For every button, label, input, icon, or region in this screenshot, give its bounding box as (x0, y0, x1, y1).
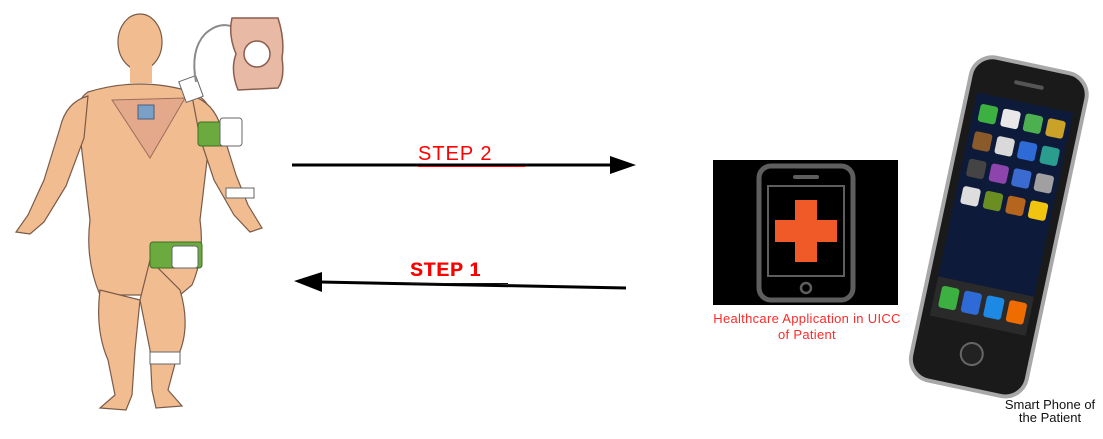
ankle-sensor (149, 351, 181, 365)
step1-underline (410, 283, 508, 284)
app-icon-speaker (793, 175, 819, 179)
shoulder-sensor (178, 74, 204, 104)
body-right-leg (139, 258, 186, 409)
phone-label: Smart Phone of the Patient (1004, 397, 1096, 425)
medical-cross-horizontal (775, 220, 837, 242)
body-left-arm (14, 95, 89, 235)
phone-earpiece (1014, 80, 1044, 90)
chest-sensor-patch (111, 97, 186, 159)
transmission-arrows (292, 156, 636, 292)
step1-label: STEP 1 (410, 260, 482, 281)
thigh-sensor-box (171, 245, 199, 269)
phone-home-button (959, 342, 984, 367)
body-left-leg (98, 289, 141, 411)
wrist-sensor (225, 187, 255, 199)
step2-arrowhead (610, 156, 636, 174)
human-body-with-sensors-icon (14, 13, 284, 411)
smartphone-icon (908, 55, 1089, 399)
electrode-pad-hole (243, 40, 271, 68)
step2-underline (418, 166, 525, 167)
app-icon-home-button (799, 281, 813, 295)
phone-app-grid (960, 104, 1066, 221)
body-neck (130, 65, 152, 83)
step2-label: STEP 2 (418, 143, 493, 165)
arm-sensor-box (219, 117, 243, 147)
medical-cross-phone-icon (713, 160, 898, 305)
step1-arrowhead (294, 272, 322, 292)
body-head (117, 13, 163, 71)
sensor-wire (193, 24, 237, 83)
step1-arrow-line (319, 280, 627, 290)
app-label: Healthcare Application in UICC of Patien… (713, 311, 901, 342)
phone-screen (929, 92, 1074, 336)
chest-sensor-chip (137, 104, 155, 120)
